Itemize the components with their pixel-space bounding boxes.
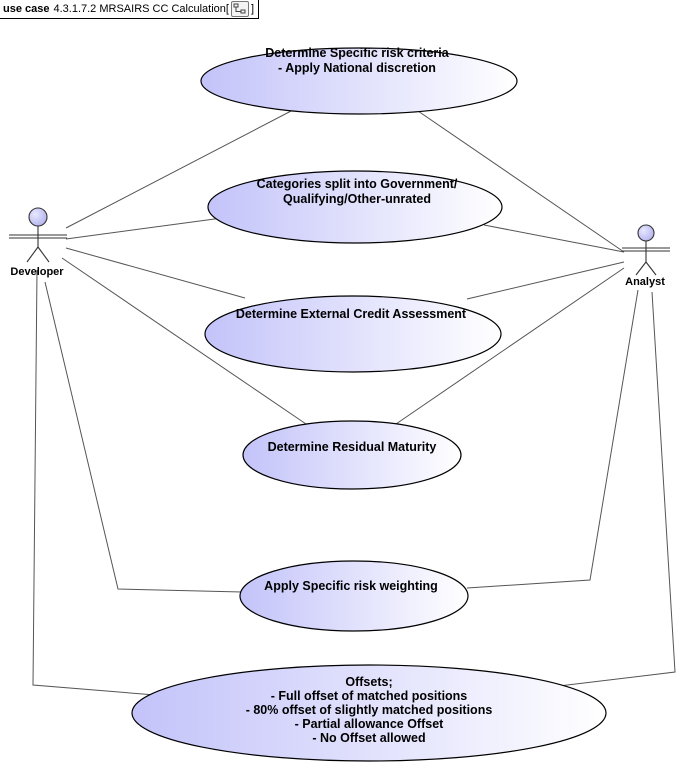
actor-label: Analyst (625, 276, 665, 288)
assoc-developer-uc5[interactable] (44, 281, 243, 593)
use-case-label-line: Determine External Credit Assessment (236, 307, 467, 321)
use-case-determine-external-credit-assessment[interactable]: Determine External Credit Assessment (204, 295, 502, 373)
use-case-label-line: - No Offset allowed (312, 731, 425, 745)
use-case-label-line: Qualifying/Other-unrated (283, 192, 431, 206)
actor-developer[interactable]: Developer (9, 207, 67, 278)
associations (32, 109, 676, 696)
use-case-offsets[interactable]: Offsets; - Full offset of matched positi… (131, 664, 607, 762)
assoc-analyst-uc3[interactable] (466, 261, 625, 300)
frame-keyword: use case (3, 3, 50, 15)
assoc-analyst-uc4[interactable] (395, 267, 625, 425)
use-case-label-line: - 80% offset of slightly matched positio… (246, 703, 493, 717)
use-case-categories-split[interactable]: Categories split into Government/ Qualif… (207, 170, 503, 244)
assoc-developer-uc1[interactable] (65, 109, 294, 229)
use-case-label-line: Categories split into Government/ (257, 177, 458, 191)
assoc-analyst-uc1[interactable] (417, 110, 625, 253)
assoc-developer-uc3[interactable] (65, 247, 246, 299)
use-case-apply-specific-risk-weighting[interactable]: Apply Specific risk weighting (239, 560, 469, 632)
assoc-analyst-uc5[interactable] (466, 289, 639, 589)
diagram-icon[interactable] (230, 1, 249, 17)
use-case-label-line: Offsets; (345, 675, 392, 689)
use-case-determine-specific-risk-criteria[interactable]: Determine Specific risk criteria - Apply… (200, 46, 518, 115)
use-case-label-line: Determine Specific risk criteria (265, 46, 449, 60)
frame-title-suffix: ] (250, 3, 255, 15)
use-case-label-line: - Apply National discretion (278, 61, 436, 75)
stick-figure-icon (622, 224, 670, 276)
assoc-analyst-uc2[interactable] (483, 224, 625, 253)
frame-title: 4.3.1.7.2 MRSAIRS CC Calculation[ (53, 3, 229, 15)
actor-label: Developer (10, 266, 64, 278)
assoc-developer-uc6[interactable] (32, 269, 156, 696)
use-case-label-line: Determine Residual Maturity (268, 440, 437, 454)
use-case-label-line: - Partial allowance Offset (295, 717, 444, 731)
use-case-label-line: - Full offset of matched positions (271, 689, 468, 703)
use-case-label-line: Apply Specific risk weighting (264, 579, 438, 593)
assoc-analyst-uc6[interactable] (558, 291, 676, 687)
stick-figure-icon (9, 207, 67, 263)
diagram-frame-tab: use case 4.3.1.7.2 MRSAIRS CC Calculatio… (0, 0, 260, 19)
assoc-developer-uc4[interactable] (61, 257, 307, 425)
assoc-developer-uc2[interactable] (65, 217, 223, 240)
use-case-determine-residual-maturity[interactable]: Determine Residual Maturity (242, 420, 462, 490)
actor-analyst[interactable]: Analyst (622, 224, 670, 288)
